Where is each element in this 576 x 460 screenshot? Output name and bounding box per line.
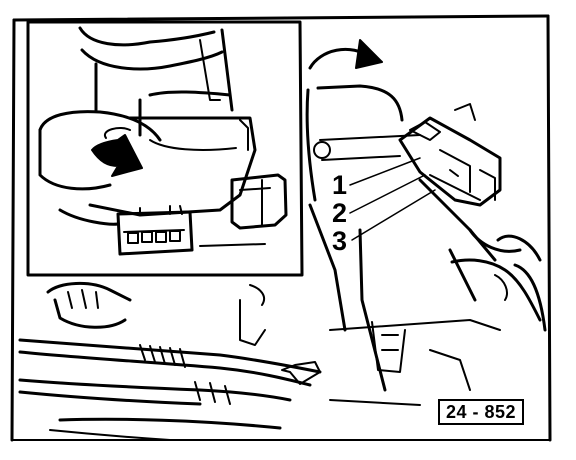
- connector-socket: [116, 205, 194, 256]
- arrow-icon: [91, 134, 143, 177]
- lower-hoses: [18, 281, 322, 441]
- figure-reference-number: 24 - 852: [438, 399, 524, 425]
- detail-inset: [26, 20, 304, 277]
- callout-1: 1: [332, 170, 348, 200]
- callout-3: 3: [332, 226, 348, 256]
- curved-arrow-icon: [308, 39, 383, 70]
- callout-2: 2: [332, 198, 348, 228]
- connector-unit: [398, 103, 502, 207]
